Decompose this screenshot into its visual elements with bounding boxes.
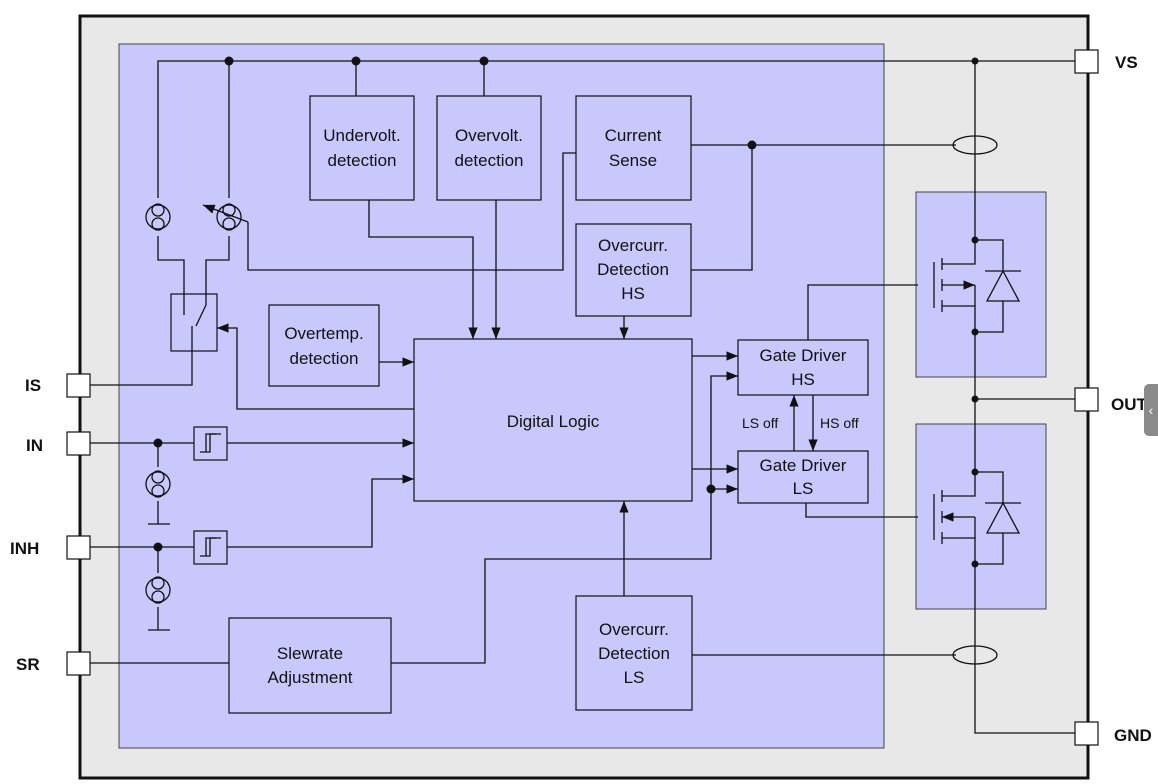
gate-driver-ls-block: Gate Driver LS (737, 450, 869, 504)
pin-in-label: IN (26, 436, 43, 455)
diode-icon (985, 501, 1021, 534)
schmitt-trigger-icon (193, 530, 228, 565)
overtemp-line2: detection (290, 349, 359, 368)
gate-driver-hs-line2: HS (791, 370, 815, 389)
slewrate-line2: Adjustment (267, 668, 352, 687)
high-side-fet-region (915, 191, 1047, 378)
current-sense-block: Current Sense (575, 95, 692, 201)
overcurr-ls-line2: Detection (598, 644, 670, 663)
current-source-icon (145, 203, 171, 231)
slewrate-line1: Slewrate (277, 644, 343, 663)
gate-driver-ls-line2: LS (793, 479, 814, 498)
pin-squares (66, 49, 1099, 746)
overcurr-hs-line2: Detection (597, 260, 669, 279)
gate-driver-ls-line1: Gate Driver (760, 456, 847, 475)
pin-is-label: IS (25, 376, 41, 395)
gate-driver-hs-line1: Gate Driver (760, 346, 847, 365)
undervolt-line2: detection (328, 151, 397, 170)
switch-icon (170, 293, 218, 352)
pin-inh-label: INH (10, 539, 39, 558)
slewrate-adjustment-block: Slewrate Adjustment (228, 617, 392, 714)
pin-out-label: OUT (1111, 395, 1148, 414)
current-source-icon (216, 203, 242, 231)
current-sense-line2: Sense (609, 151, 657, 170)
hs-off-label: HS off (820, 415, 859, 431)
overcurr-ls-line1: Overcurr. (599, 620, 669, 639)
diode-icon (985, 269, 1021, 302)
side-tab-chevron-icon[interactable]: ‹ (1144, 384, 1158, 436)
undervolt-line1: Undervolt. (323, 126, 400, 145)
overvolt-line1: Overvolt. (455, 126, 523, 145)
undervolt-detection-block: Undervolt. detection (309, 95, 415, 201)
current-sensor-icon (952, 135, 998, 155)
digital-logic-block: Digital Logic (413, 338, 693, 502)
mosfet-icon (933, 239, 1004, 333)
gate-driver-hs-block: Gate Driver HS (737, 339, 869, 396)
overcurr-ls-block: Overcurr. Detection LS (575, 595, 693, 711)
current-source-icon (145, 576, 171, 604)
overcurr-hs-line3: HS (621, 284, 645, 303)
pin-gnd-label: GND (1114, 726, 1152, 745)
overvolt-line2: detection (455, 151, 524, 170)
overtemp-line1: Overtemp. (284, 324, 363, 343)
ls-off-label: LS off (742, 415, 778, 431)
overcurr-hs-block: Overcurr. Detection HS (575, 223, 692, 317)
current-sense-line1: Current (605, 126, 662, 145)
overtemp-detection-block: Overtemp. detection (268, 304, 380, 387)
current-source-icon (145, 470, 171, 498)
digital-logic-label: Digital Logic (507, 412, 600, 431)
pin-vs-label: VS (1115, 53, 1138, 72)
pin-sr-label: SR (16, 655, 40, 674)
mosfet-icon (933, 471, 1004, 565)
wires (90, 60, 1075, 734)
overvolt-detection-block: Overvolt. detection (436, 95, 542, 201)
low-side-fet-region (915, 423, 1047, 610)
schmitt-trigger-icon (193, 426, 228, 461)
current-sensor-icon (952, 645, 998, 665)
overcurr-hs-line1: Overcurr. (598, 236, 668, 255)
overcurr-ls-line3: LS (624, 668, 645, 687)
